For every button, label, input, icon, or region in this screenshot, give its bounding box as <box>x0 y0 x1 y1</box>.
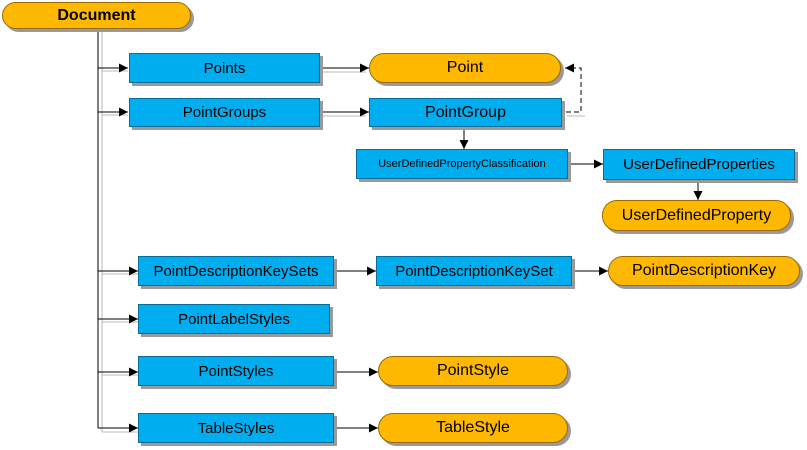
node-pdk-sets: PointDescriptionKeySets <box>138 256 334 286</box>
node-label-styles: PointLabelStyles <box>138 304 330 334</box>
node-pdk: PointDescriptionKey <box>608 256 800 286</box>
node-pointgroup: PointGroup <box>369 98 562 127</box>
node-table-style: TableStyle <box>378 413 568 443</box>
node-point-styles: PointStyles <box>138 356 334 386</box>
node-pointgroups: PointGroups <box>129 98 320 127</box>
node-udp-collection: UserDefinedProperties <box>603 149 795 180</box>
node-points: Points <box>129 53 320 83</box>
node-pdk-set: PointDescriptionKeySet <box>376 256 572 286</box>
node-table-styles: TableStyles <box>138 413 334 443</box>
node-point-style: PointStyle <box>378 356 568 386</box>
node-udp-classification: UserDefinedPropertyClassification <box>356 149 568 179</box>
node-udp: UserDefinedProperty <box>602 200 791 231</box>
node-document: Document <box>2 2 191 29</box>
edge-pointgroup-point-dashed <box>565 63 582 113</box>
node-point: Point <box>369 53 561 83</box>
